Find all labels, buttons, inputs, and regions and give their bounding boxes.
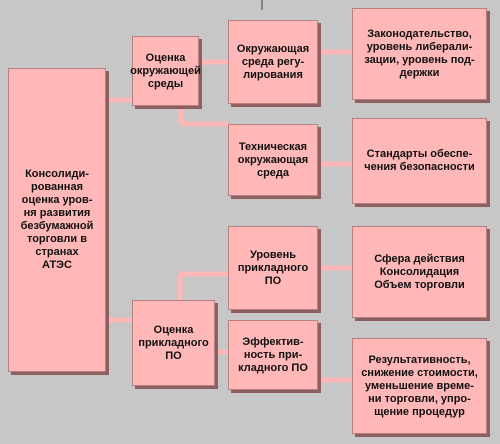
root-node-text: Консолиди- рованная оценка уров- ня разв… [20,168,94,271]
regulatory-environment-box: Окружающая среда регу- лирования [228,20,318,104]
software-level-box: Уровень прикладного ПО [228,226,318,310]
effectiveness-box: Результативность, снижение стоимости, ум… [352,338,487,434]
scope-box: Сфера действия Консолидация Объем торгов… [352,226,487,318]
technical-environment-text: Техническая окружающая среда [237,140,309,179]
legislation-text: Законодательство, уровень либерали- заци… [364,28,475,79]
security-standards-box: Стандарты обеспе- чения безопасности [352,118,487,204]
environment-assessment-text: Оценка окружающей среды [130,51,201,90]
regulatory-environment-text: Окружающая среда регу- лирования [236,42,310,81]
technical-environment-box: Техническая окружающая среда [228,124,318,196]
effectiveness-text: Результативность, снижение стоимости, ум… [361,353,478,418]
software-efficiency-text: Эффектив- ность при- кладного ПО [238,335,308,374]
security-standards-text: Стандарты обеспе- чения безопасности [364,148,475,173]
environment-assessment-box: Оценка окружающей среды [130,36,201,106]
software-level-text: Уровень прикладного ПО [237,248,309,287]
software-assessment-text: Оценка прикладного ПО [138,323,209,362]
software-efficiency-box: Эффектив- ность при- кладного ПО [228,320,318,390]
root-node-box: Консолиди- рованная оценка уров- ня разв… [8,68,106,372]
scope-text: Сфера действия Консолидация Объем торгов… [374,252,465,291]
software-assessment-box: Оценка прикладного ПО [132,300,215,386]
legislation-box: Законодательство, уровень либерали- заци… [352,8,487,100]
